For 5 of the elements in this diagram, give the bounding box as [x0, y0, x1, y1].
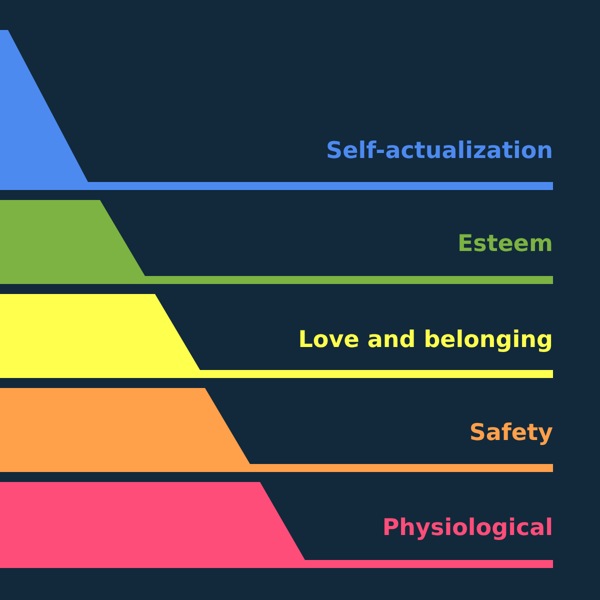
tier-label: Physiological — [382, 514, 553, 542]
tier-label: Self-actualization — [326, 137, 553, 165]
tier-label: Safety — [469, 419, 553, 447]
tier-label: Esteem — [457, 230, 553, 258]
tier-label: Love and belonging — [298, 326, 553, 354]
